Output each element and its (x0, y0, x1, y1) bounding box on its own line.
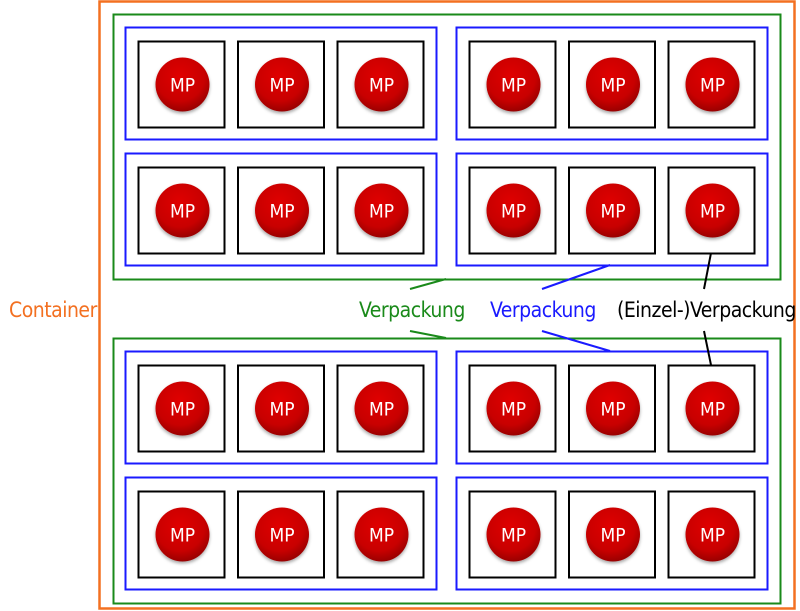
item-circle (685, 57, 740, 112)
item-circle (155, 381, 210, 436)
single-packaging-box (137, 490, 226, 579)
item-circle (486, 507, 541, 562)
item-circle (586, 57, 640, 112)
single-packaging-box (137, 166, 226, 255)
item-circle (354, 183, 409, 238)
single-packaging-pointer-bottom (703, 330, 712, 366)
item-circle (155, 183, 210, 238)
single-packaging-pointer-top (703, 252, 712, 290)
outer-packaging-pointer-top (409, 278, 447, 290)
single-packaging-box (137, 40, 226, 129)
inner-packaging-box (124, 26, 438, 141)
item-circle (586, 183, 640, 238)
item-label: MP (269, 525, 294, 547)
item-circle (155, 507, 210, 562)
single-packaging-box (137, 364, 226, 453)
item-label: MP (369, 525, 394, 547)
single-packaging-box (468, 166, 557, 255)
item-circle (255, 381, 309, 436)
inner-packaging-pointer-top (541, 264, 611, 290)
single-packaging-box (237, 40, 325, 129)
item-label: MP (269, 201, 294, 223)
item-label: MP (170, 201, 195, 223)
item-label: MP (269, 399, 294, 421)
item-circle (255, 507, 309, 562)
connector-lines (409, 252, 712, 366)
inner-packaging-box (124, 350, 438, 465)
inner-packaging-pointer-bottom (541, 330, 611, 352)
single-packaging-box (568, 40, 656, 129)
item-circle (486, 57, 541, 112)
item-circle (255, 57, 309, 112)
inner-packaging-box (455, 26, 769, 141)
single-packaging-box (336, 364, 425, 453)
single-packaging-box (568, 166, 656, 255)
single-packaging-box (667, 364, 756, 453)
item-circle (354, 57, 409, 112)
outer-packaging-label: Verpackung (359, 298, 465, 322)
item-circle (685, 381, 740, 436)
item-circle (354, 507, 409, 562)
item-circle (486, 183, 541, 238)
item-label: MP (700, 75, 725, 97)
item-label: MP (501, 201, 526, 223)
inner-packaging-box (455, 152, 769, 267)
single-packaging-box (468, 490, 557, 579)
single-packaging-box (568, 364, 656, 453)
item-circle (255, 183, 309, 238)
single-packaging-box (667, 40, 756, 129)
single-packaging-label: (Einzel-)Verpackung (617, 298, 796, 322)
single-packaging-box (468, 364, 557, 453)
inner-packaging-box (124, 476, 438, 591)
item-circle (586, 381, 640, 436)
item-label: MP (600, 201, 625, 223)
single-packaging-box (336, 166, 425, 255)
inner-packaging-label: Verpackung (490, 298, 596, 322)
item-label: MP (170, 525, 195, 547)
inner-packaging-box (124, 152, 438, 267)
item-circle (155, 57, 210, 112)
item-label: MP (600, 399, 625, 421)
item-label: MP (170, 75, 195, 97)
single-packaging-box (237, 364, 325, 453)
inner-packaging-box (455, 476, 769, 591)
item-circle (486, 381, 541, 436)
item-label: MP (369, 75, 394, 97)
inner-packaging-box (455, 350, 769, 465)
single-packaging-box (568, 490, 656, 579)
outer-packaging-box (112, 13, 782, 281)
container-label: Container (9, 298, 97, 322)
item-label: MP (600, 525, 625, 547)
single-packaging-box (237, 490, 325, 579)
item-label: MP (369, 201, 394, 223)
item-label: MP (369, 399, 394, 421)
single-packaging-box (336, 490, 425, 579)
single-packaging-box (667, 490, 756, 579)
item-label: MP (170, 399, 195, 421)
outer-packaging-box (112, 337, 782, 605)
single-packaging-box (237, 166, 325, 255)
item-label: MP (700, 399, 725, 421)
item-label: MP (269, 75, 294, 97)
item-label: MP (700, 525, 725, 547)
item-label: MP (700, 201, 725, 223)
single-packaging-box (336, 40, 425, 129)
item-label: MP (501, 399, 526, 421)
item-circle (685, 183, 740, 238)
outer-packaging-pointer-bottom (409, 330, 447, 339)
item-circle (586, 507, 640, 562)
item-label: MP (501, 75, 526, 97)
item-circle (354, 381, 409, 436)
item-circle (685, 507, 740, 562)
item-label: MP (600, 75, 625, 97)
container-box (98, 0, 796, 610)
single-packaging-box (468, 40, 557, 129)
item-label: MP (501, 525, 526, 547)
